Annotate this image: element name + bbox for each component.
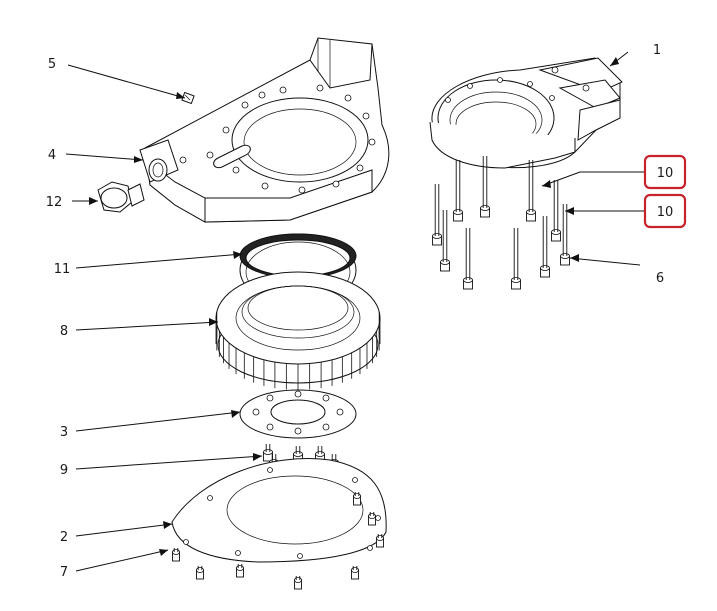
grease-nipple <box>181 91 195 105</box>
callout-1: 1 <box>653 43 661 58</box>
cover-screw <box>353 492 361 506</box>
long-bolt <box>540 216 550 278</box>
cover-screw <box>236 564 244 578</box>
callout-11: 11 <box>54 262 71 277</box>
long-bolt <box>432 184 442 246</box>
long-bolt <box>526 160 536 222</box>
long-bolt <box>440 210 450 272</box>
motor-bracket <box>429 57 623 169</box>
short-bolt <box>263 444 273 462</box>
thrust-washer <box>239 389 357 439</box>
callout-7: 7 <box>60 565 68 580</box>
long-bolt <box>453 160 463 222</box>
highlight-box-10b <box>643 193 687 229</box>
long-bolt <box>463 228 473 290</box>
cover-plate <box>171 458 387 563</box>
cover-screw <box>294 576 302 590</box>
callout-8: 8 <box>60 324 68 339</box>
cover-screws <box>172 492 384 590</box>
leader-arrowheads <box>89 57 619 556</box>
callout-4: 4 <box>48 148 56 163</box>
callout-6: 6 <box>656 271 664 286</box>
cover-screw <box>376 534 384 548</box>
highlight-box-10a <box>643 154 687 190</box>
cover-screw <box>172 548 180 562</box>
long-bolts <box>432 156 570 290</box>
long-bolt <box>511 228 521 290</box>
callout-3: 3 <box>60 425 68 440</box>
cover-screw <box>196 566 204 580</box>
leader-lines <box>65 51 645 572</box>
main-housing-bracket <box>139 37 390 223</box>
callout-12: 12 <box>46 195 63 210</box>
callout-9: 9 <box>60 463 68 478</box>
long-bolt <box>560 204 570 266</box>
callout-5: 5 <box>48 57 56 72</box>
callout-10b: 10 <box>657 205 674 220</box>
long-bolt <box>480 156 490 218</box>
callout-10a: 10 <box>657 166 674 181</box>
long-bolt <box>551 180 561 242</box>
hex-plug <box>97 181 145 213</box>
slewing-gear <box>215 271 381 390</box>
callout-2: 2 <box>60 530 68 545</box>
cover-screw <box>368 512 376 526</box>
cover-screw <box>351 566 359 580</box>
